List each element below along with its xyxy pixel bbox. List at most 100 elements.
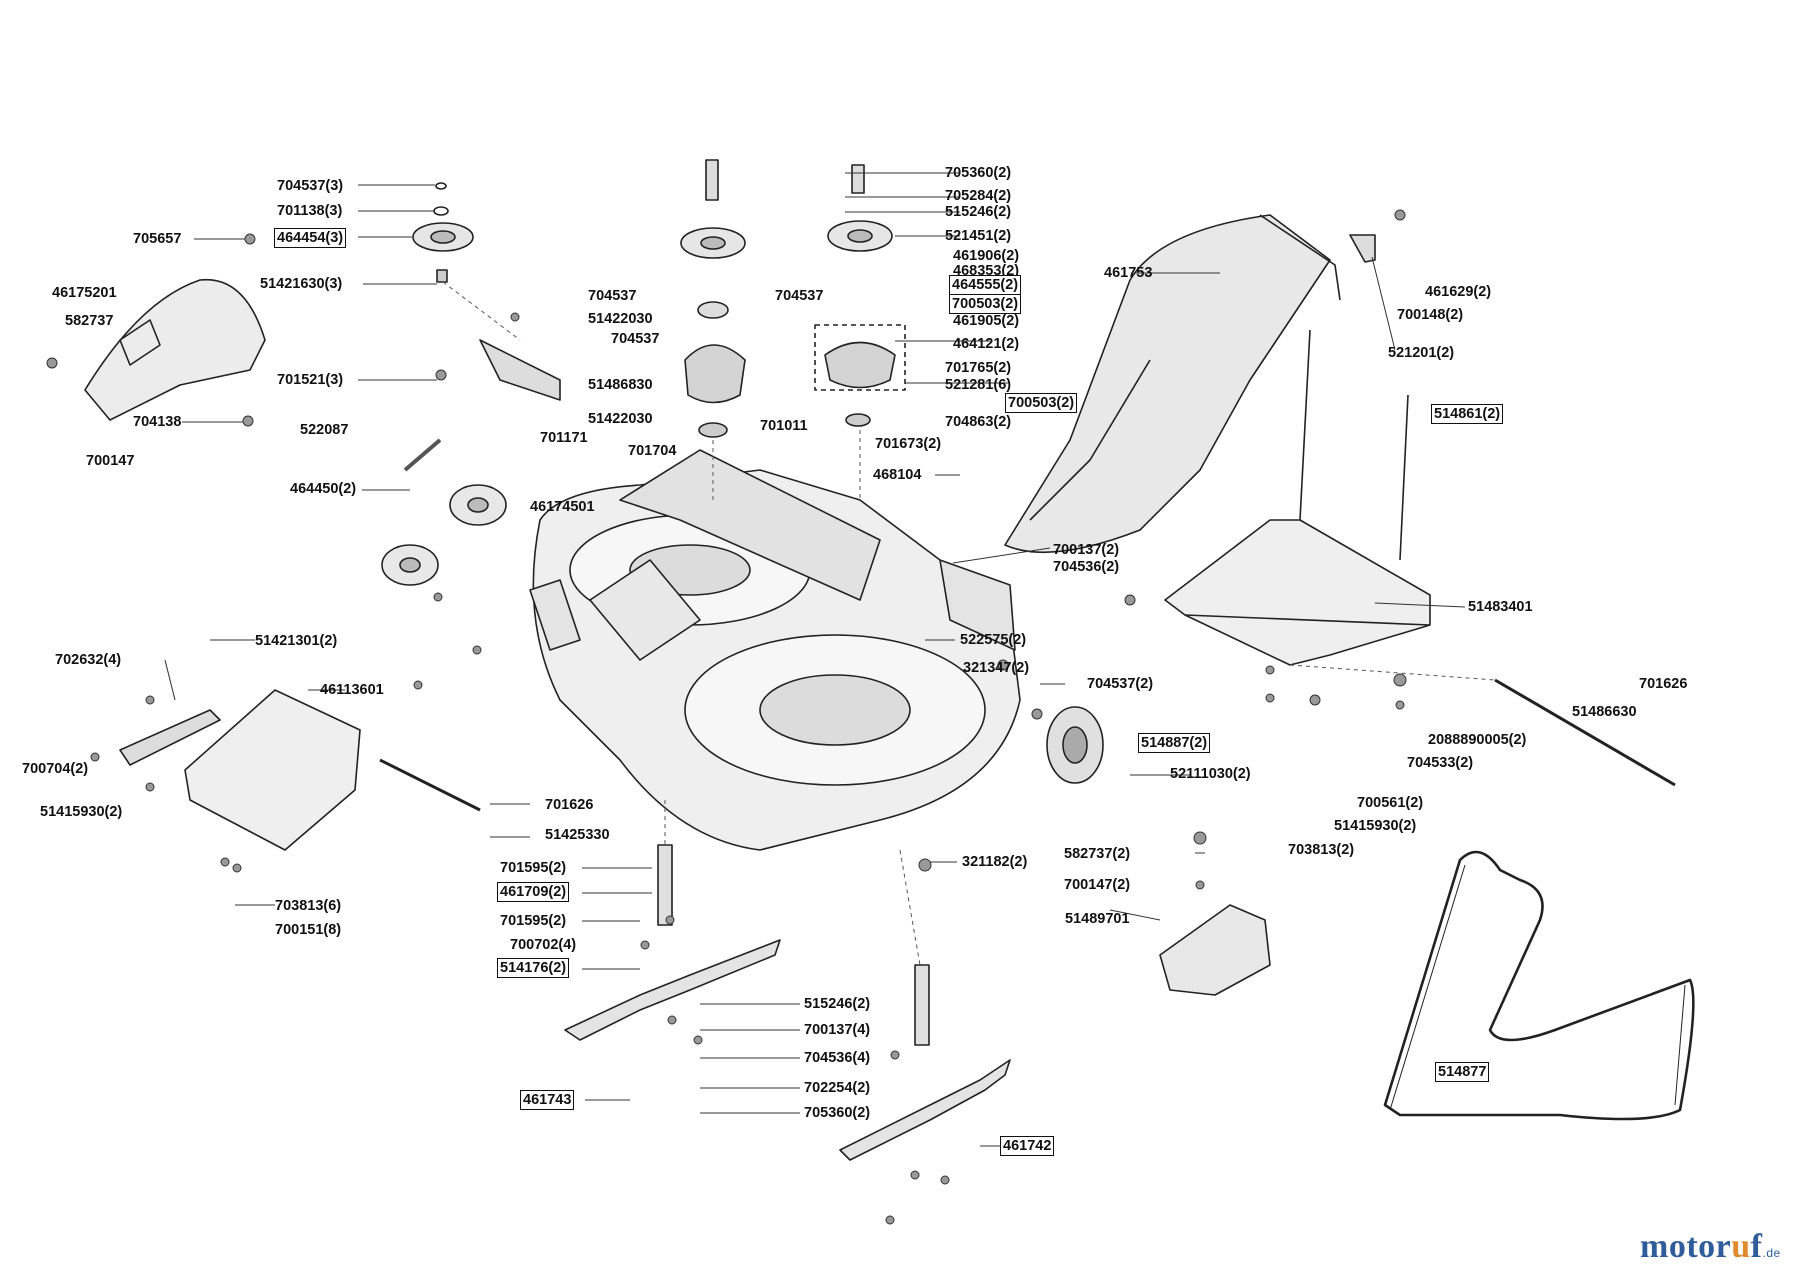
part-label: 704537 xyxy=(611,331,660,347)
part-label: 701626 xyxy=(1639,676,1688,692)
grass-chute xyxy=(1004,214,1341,554)
front-hanger xyxy=(119,709,221,766)
part-label: 51415930(2) xyxy=(1334,818,1417,834)
part-label: 701765(2) xyxy=(945,360,1012,376)
long-rod-right xyxy=(1494,678,1676,787)
part-label: 51415930(2) xyxy=(40,804,123,820)
part-label: 464555(2) xyxy=(949,275,1022,295)
blade-left xyxy=(564,939,781,1041)
part-label: 582737 xyxy=(65,313,114,329)
fasteners xyxy=(46,209,1407,1225)
part-label: 522087 xyxy=(300,422,349,438)
long-rod-left xyxy=(379,758,481,812)
part-label: 701673(2) xyxy=(875,436,942,452)
part-label: 51486830 xyxy=(588,377,653,393)
part-label: 703813(2) xyxy=(1288,842,1355,858)
part-label: 514877 xyxy=(1435,1062,1490,1082)
part-label: 702254(2) xyxy=(804,1080,871,1096)
blade-shaft-right xyxy=(914,964,930,1046)
part-label: 464454(3) xyxy=(274,228,347,248)
part-label: 701138(3) xyxy=(277,203,343,219)
leader-lines xyxy=(164,172,1466,1147)
part-label: 51425330 xyxy=(545,827,610,843)
part-label: 700147 xyxy=(86,453,135,469)
motoruf-logo: motoruf.de xyxy=(1640,1228,1781,1265)
part-label: 700137(2) xyxy=(1053,542,1120,558)
part-label: 464121(2) xyxy=(953,336,1020,352)
part-label: 514887(2) xyxy=(1138,733,1211,753)
part-label: 521451(2) xyxy=(945,228,1012,244)
part-label: 704533(2) xyxy=(1407,755,1474,771)
part-label: 705657 xyxy=(133,231,182,247)
part-label: 700151(8) xyxy=(275,922,342,938)
part-label: 700704(2) xyxy=(22,761,89,777)
part-label: 51486630 xyxy=(1572,704,1637,720)
part-label: 705360(2) xyxy=(945,165,1012,181)
idler-pulleys xyxy=(381,438,507,586)
part-label: 700503(2) xyxy=(1005,393,1078,413)
part-label: 700702(4) xyxy=(510,937,577,953)
part-label: 701704 xyxy=(628,443,677,459)
part-label: 522575(2) xyxy=(960,632,1027,648)
part-label: 52111030(2) xyxy=(1170,766,1251,782)
part-label: 51421301(2) xyxy=(255,633,338,649)
part-label: 464450(2) xyxy=(290,481,357,497)
part-label: 51422030 xyxy=(588,411,653,427)
part-label: 46174501 xyxy=(530,499,595,515)
part-label: 51422030 xyxy=(588,311,653,327)
part-label: 704138 xyxy=(133,414,182,430)
part-label: 704537(2) xyxy=(1087,676,1154,692)
part-label: 701595(2) xyxy=(500,913,567,929)
left-pulley-stack xyxy=(412,182,474,283)
part-label: 700503(2) xyxy=(949,294,1022,314)
part-label: 515246(2) xyxy=(804,996,871,1012)
part-label: 521201(2) xyxy=(1388,345,1455,361)
part-label: 51483401 xyxy=(1468,599,1533,615)
part-label: 515246(2) xyxy=(945,204,1012,220)
part-label: 701521(3) xyxy=(277,372,344,388)
gauge-wheel xyxy=(1046,706,1104,784)
part-label: 461743 xyxy=(520,1090,575,1110)
part-label: 700137(4) xyxy=(804,1022,871,1038)
blade-right xyxy=(839,1059,1011,1161)
rear-frame xyxy=(1164,519,1431,666)
mower-deck xyxy=(529,449,1021,851)
part-label: 705284(2) xyxy=(945,188,1012,204)
rear-guard xyxy=(1159,904,1271,996)
part-label: 321182(2) xyxy=(962,854,1028,870)
part-label: 46175201 xyxy=(52,285,117,301)
center-spindle xyxy=(680,159,746,438)
part-label: 461906(2) xyxy=(953,248,1020,264)
right-spindle xyxy=(814,164,906,427)
part-label: 701171 xyxy=(540,430,588,446)
part-label: 704537 xyxy=(588,288,637,304)
part-label: 582737(2) xyxy=(1064,846,1131,862)
part-label: 703813(6) xyxy=(275,898,342,914)
part-label: 704863(2) xyxy=(945,414,1012,430)
part-label: 704536(2) xyxy=(1053,559,1120,575)
part-label: 2088890005(2) xyxy=(1428,732,1527,748)
front-bracket xyxy=(184,689,361,851)
part-label: 704537 xyxy=(775,288,824,304)
adjust-rod-left xyxy=(1399,394,1409,561)
part-label: 461742 xyxy=(1000,1136,1055,1156)
part-label: 461753 xyxy=(1104,265,1153,281)
part-label: 704536(4) xyxy=(804,1050,871,1066)
part-label: 702632(4) xyxy=(55,652,122,668)
part-label: 51489701 xyxy=(1065,911,1130,927)
part-label: 704537(3) xyxy=(277,178,344,194)
part-label: 461629(2) xyxy=(1425,284,1492,300)
part-label: 701011 xyxy=(760,418,808,434)
part-label: 321347(2) xyxy=(963,660,1030,676)
part-label: 514861(2) xyxy=(1431,404,1504,424)
part-label: 461905(2) xyxy=(953,313,1020,329)
chute-bracket xyxy=(1349,234,1376,263)
part-label: 700561(2) xyxy=(1357,795,1424,811)
part-label: 700147(2) xyxy=(1064,877,1131,893)
drive-belt xyxy=(1383,850,1695,1121)
part-label: 521281(6) xyxy=(945,377,1012,393)
part-label: 514176(2) xyxy=(497,958,570,978)
blade-shaft-left xyxy=(657,844,673,926)
part-label: 46113601 xyxy=(320,682,384,698)
